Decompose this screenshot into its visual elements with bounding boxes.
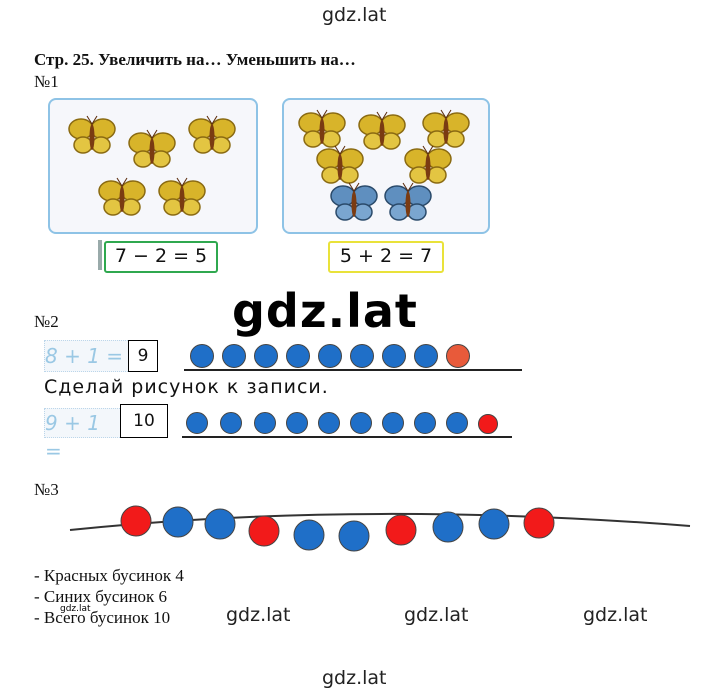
bead-red [478,414,498,434]
bead-blue [190,344,214,368]
task1-label: №1 [34,72,59,91]
butterfly-blue-icon [384,182,432,221]
bead-blue [414,344,438,368]
butterfly-blue-icon [330,182,378,221]
instruction-text: Сделай рисунок к записи. [44,376,329,398]
bead-blue [254,412,276,434]
bead-blue [293,519,325,551]
bead-blue [186,412,208,434]
butterfly-panel-left [48,98,258,234]
butterfly-icon [298,109,346,148]
expression-row1: 8 + 1 = [44,340,132,372]
bead-red [523,507,555,539]
watermark-footer: gdz.lat [322,667,387,689]
bead-red [120,505,152,537]
butterfly-icon [98,177,146,216]
bead-row-line [184,369,522,371]
butterfly-icon [158,177,206,216]
bead-red [248,515,280,547]
bead-blue [382,344,406,368]
butterfly-icon [68,115,116,154]
bead-blue [318,412,340,434]
answer-row2: 10 [120,404,168,438]
bead-row-line [182,436,512,438]
answer-row1: 9 [128,340,158,372]
necklace-string [69,512,691,531]
bead-blue [382,412,404,434]
watermark-top: gdz.lat [322,4,387,26]
watermark-bottom-2: gdz.lat [404,604,469,626]
watermark-bottom-3: gdz.lat [583,604,648,626]
bead-blue [318,344,342,368]
butterflies-right [298,109,470,221]
butterfly-icon [358,111,406,150]
equation-left: 7 − 2 = 5 [104,241,218,273]
bead-row-1 [184,341,524,371]
bead-blue [204,508,236,540]
butterfly-icon [422,109,470,148]
watermark-small: gdz.lat [60,604,91,614]
bead-blue [338,520,370,552]
task3-label: №3 [34,480,59,499]
bead-blue [286,344,310,368]
bead-blue [254,344,278,368]
butterfly-icon [128,129,176,168]
bead-row-2 [182,408,516,438]
bead-red [385,514,417,546]
bead-blue [350,412,372,434]
page-title: Стр. 25. Увеличить на… Уменьшить на… [34,50,356,69]
watermark-center: gdz.lat [232,284,418,338]
butterfly-icon [188,115,236,154]
expression-row2: 9 + 1 = [44,408,124,463]
equation-left-marker [98,240,102,270]
butterfly-icon [316,145,364,184]
equation-right: 5 + 2 = 7 [328,241,444,273]
bead-necklace [69,505,691,552]
count-blue: - Синих бусинок 6 [34,587,168,606]
bead-blue [350,344,374,368]
bead-blue [220,412,242,434]
bead-blue [432,511,464,543]
count-red: - Красных бусинок 4 [34,566,184,585]
butterfly-icon [404,145,452,184]
butterflies-left [68,115,236,216]
watermark-bottom-1: gdz.lat [226,604,291,626]
butterfly-panel-right [282,98,490,234]
bead-blue [478,508,510,540]
bead-red [446,344,470,368]
bead-blue [222,344,246,368]
bead-blue [446,412,468,434]
task2-label: №2 [34,312,59,331]
count-total: - Всего бусинок 10 [34,608,171,627]
bead-blue [286,412,308,434]
bead-blue [414,412,436,434]
bead-blue [162,506,194,538]
